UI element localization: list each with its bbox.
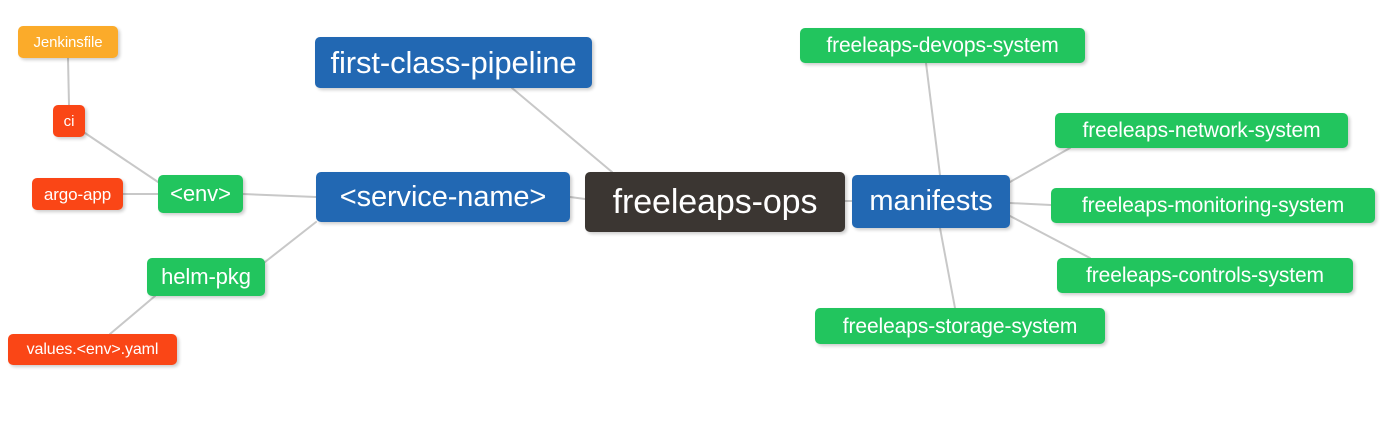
node-freeleaps-monitoring-system[interactable]: freeleaps-monitoring-system [1051,188,1375,223]
edge-manifests-to-freeleaps-storage-system [939,227,956,309]
node-freeleaps-network-system[interactable]: freeleaps-network-system [1055,113,1348,148]
node-helm-pkg[interactable]: helm-pkg [147,258,265,296]
node-label-freeleaps-controls-system: freeleaps-controls-system [1086,264,1324,287]
node-freeleaps-controls-system[interactable]: freeleaps-controls-system [1057,258,1353,293]
node-label-freeleaps-monitoring-system: freeleaps-monitoring-system [1081,194,1345,217]
node-label-freeleaps-ops: freeleaps-ops [612,183,818,221]
edge-manifests-to-freeleaps-monitoring-system [1009,202,1052,206]
edge-env-to-service-name [242,193,317,198]
node-service-name[interactable]: <service-name> [316,172,570,222]
node-label-env: <env> [170,181,231,206]
node-ci[interactable]: ci [53,105,85,137]
node-label-freeleaps-storage-system: freeleaps-storage-system [842,314,1078,338]
node-env[interactable]: <env> [158,175,243,213]
node-label-helm-pkg: helm-pkg [161,264,251,289]
node-label-freeleaps-devops-system: freeleaps-devops-system [826,34,1059,57]
node-manifests[interactable]: manifests [852,175,1010,228]
node-jenkinsfile[interactable]: Jenkinsfile [18,26,118,58]
node-label-argo-app: argo-app [43,184,112,204]
edge-helm-pkg-to-values-yaml [109,295,156,335]
node-label-values-yaml: values.<env>.yaml [26,340,159,358]
node-label-freeleaps-network-system: freeleaps-network-system [1082,119,1321,142]
edge-service-name-to-helm-pkg [264,221,317,263]
edge-service-name-to-freeleaps-ops [569,196,586,200]
edge-jenkinsfile-to-ci [67,57,70,106]
node-values-yaml[interactable]: values.<env>.yaml [8,334,177,365]
node-freeleaps-devops-system[interactable]: freeleaps-devops-system [800,28,1085,63]
edge-first-class-pipeline-to-freeleaps-ops [511,87,613,173]
edge-manifests-to-freeleaps-devops-system [925,62,941,176]
node-label-ci: ci [63,112,75,130]
node-first-class-pipeline[interactable]: first-class-pipeline [315,37,592,88]
edge-ci-to-env [84,132,159,183]
node-label-manifests: manifests [869,185,993,217]
node-label-service-name: <service-name> [339,180,547,213]
node-argo-app[interactable]: argo-app [32,178,123,210]
edge-manifests-to-freeleaps-network-system [1009,147,1071,183]
node-freeleaps-storage-system[interactable]: freeleaps-storage-system [815,308,1105,344]
node-label-jenkinsfile: Jenkinsfile [33,33,103,51]
node-label-first-class-pipeline: first-class-pipeline [330,45,577,80]
node-freeleaps-ops[interactable]: freeleaps-ops [585,172,845,232]
